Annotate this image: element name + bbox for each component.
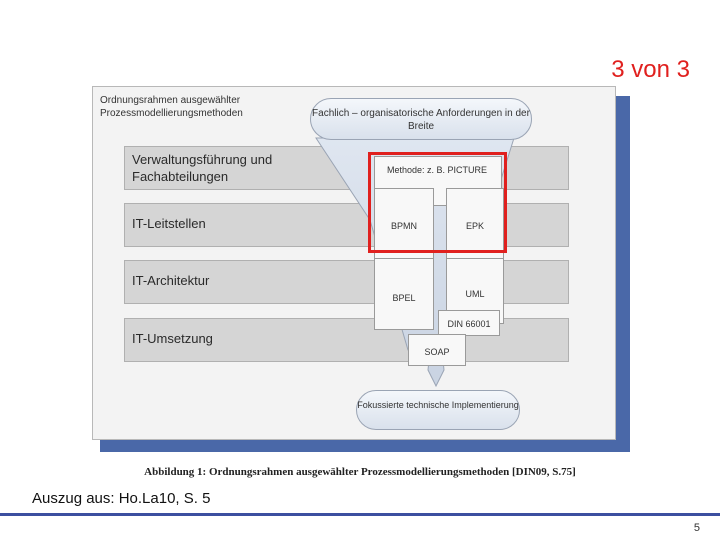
slide-counter: 3 von 3 <box>611 56 690 83</box>
bpel-box: BPEL <box>374 258 434 330</box>
band-label-it-umsetzung: IT-Umsetzung <box>132 331 213 346</box>
source-note: Auszug aus: Ho.La10, S. 5 <box>32 490 211 507</box>
din-66001-box: DIN 66001 <box>438 310 500 336</box>
top-capsule: Fachlich – organisatorische Anforderunge… <box>310 98 532 140</box>
page-number: 5 <box>693 522 700 534</box>
footer-rule <box>0 513 720 516</box>
bpmn-box: BPMN <box>374 188 434 260</box>
highlight-frame <box>368 152 507 253</box>
band-label-verwaltung: Verwaltungsführung und Fachabteilungen <box>132 152 273 184</box>
band-it-umsetzung <box>124 318 569 362</box>
figure-caption: Abbildung 1: Ordnungsrahmen ausgewählter… <box>144 466 576 478</box>
epk-box: EPK <box>446 188 504 260</box>
band-label-it-leitstellen: IT-Leitstellen <box>132 216 206 231</box>
figure-title: Ordnungsrahmen ausgewählter Prozessmodel… <box>100 95 243 119</box>
soap-box: SOAP <box>408 334 466 366</box>
bottom-capsule: Fokussierte technische Implementierung <box>356 390 520 430</box>
band-label-it-architektur: IT-Architektur <box>132 273 210 288</box>
